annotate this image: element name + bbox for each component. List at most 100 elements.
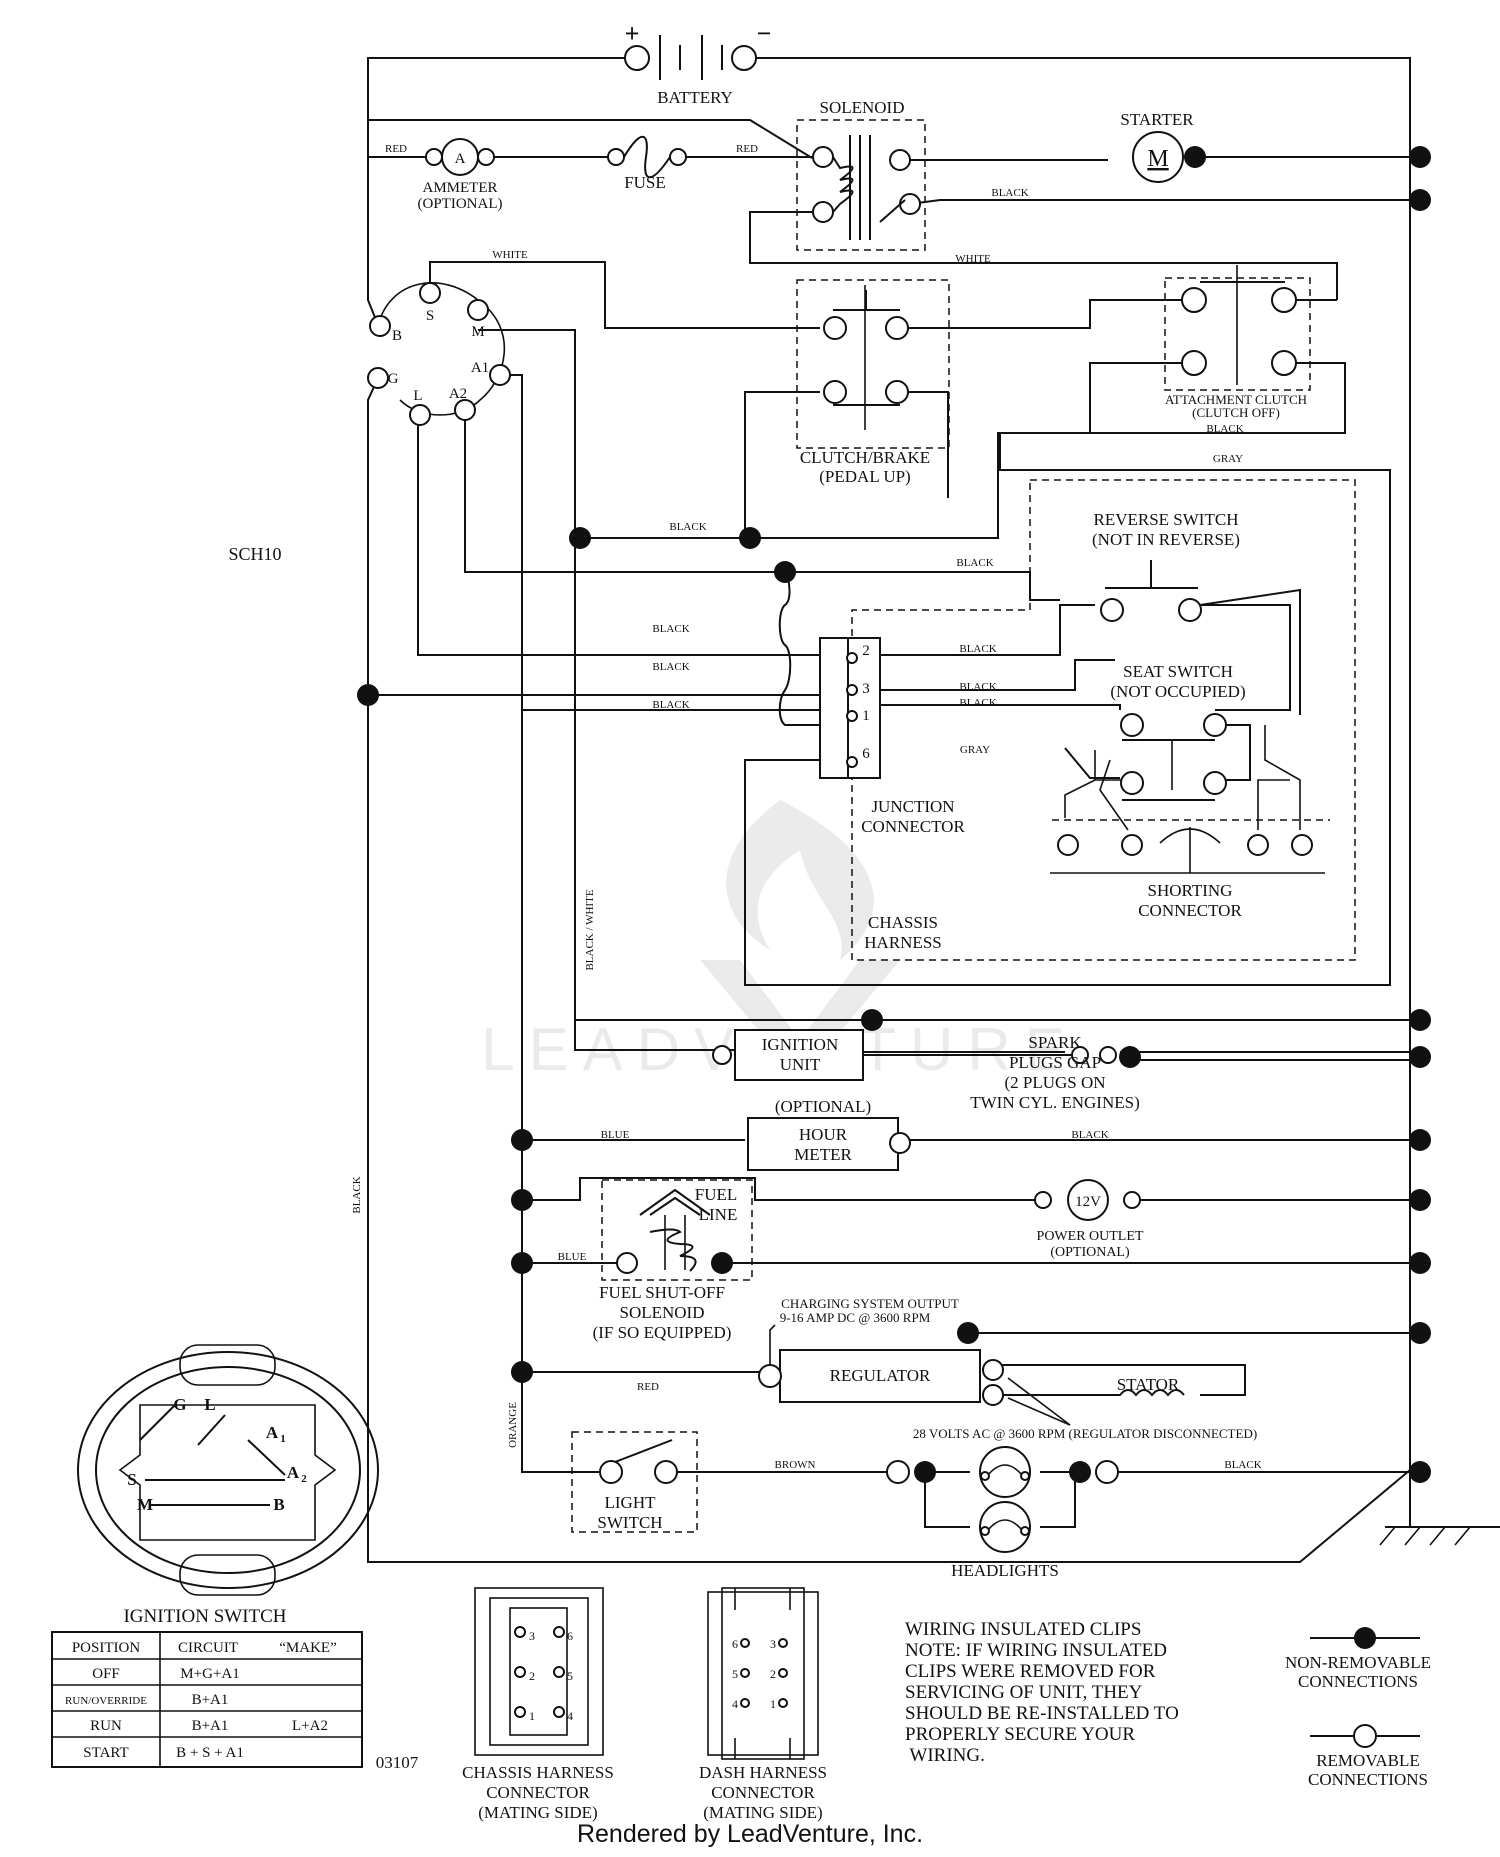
regulator: CHARGING SYSTEM OUTPUT 9-16 AMP DC @ 360… <box>758 1296 1257 1441</box>
note-line: WIRING. <box>905 1745 985 1766</box>
dash-pin: 3 <box>770 1637 776 1651</box>
chassis-harness-label: CHASSIS <box>868 913 938 932</box>
terminal-m: M <box>471 324 484 340</box>
wire-label-black-j1: BLACK <box>959 697 996 709</box>
wire-label-gray-top: GRAY <box>1213 453 1243 465</box>
reverse-switch: REVERSE SWITCH (NOT IN REVERSE) <box>1092 510 1301 715</box>
shorting-connector-sublabel: CONNECTOR <box>1138 901 1242 920</box>
wire-label-blue-1: BLUE <box>601 1129 630 1141</box>
wire-label-black-j2: BLACK <box>959 643 996 655</box>
note-line: NOTE: IF WIRING INSULATED <box>905 1640 1167 1661</box>
terminal-a1: A1 <box>471 360 489 376</box>
light-switch: LIGHT SWITCH <box>571 1431 698 1533</box>
table-row-circuit: B+A1 <box>192 1718 229 1734</box>
clutch-brake-label: CLUTCH/BRAKE <box>800 448 930 467</box>
battery-minus: − <box>757 19 772 48</box>
wire-label-black-reverse: BLACK <box>956 557 993 569</box>
chassis-connector-label-3: (MATING SIDE) <box>478 1803 597 1822</box>
chassis-pin: 5 <box>567 1669 573 1683</box>
note-line: SERVICING OF UNIT, THEY <box>905 1682 1143 1703</box>
table-header-make: “MAKE” <box>279 1640 336 1656</box>
dash-pin: 6 <box>732 1637 738 1651</box>
ignition-switch-face: G L A 1 A 2 S M B <box>77 1344 379 1596</box>
power-outlet: 12V POWER OUTLET (OPTIONAL) <box>1034 1179 1144 1260</box>
wire-label-black-main: BLACK <box>351 1176 363 1213</box>
spark-plugs-label-2: PLUGS GAP <box>1009 1053 1101 1072</box>
wire-label-white-top: WHITE <box>955 253 991 265</box>
ignition-switch-table: POSITION CIRCUIT “MAKE” OFF M+G+A1 RUN/O… <box>51 1631 363 1768</box>
regulator-label: REGULATOR <box>830 1366 931 1385</box>
wire-label-black-clutch: BLACK <box>669 521 706 533</box>
chassis-pin: 4 <box>567 1709 573 1723</box>
legend-removable: REMOVABLE <box>1316 1751 1420 1770</box>
fuse: FUSE <box>607 136 687 192</box>
solenoid-label: SOLENOID <box>820 98 905 117</box>
shorting-connector: SHORTING CONNECTOR <box>1052 819 1330 920</box>
seat-switch-sublabel: (NOT OCCUPIED) <box>1110 682 1245 701</box>
headlights-label: HEADLIGHTS <box>951 1561 1059 1580</box>
spark-plugs-label-1: SPARK <box>1028 1033 1082 1052</box>
note-line: SHOULD BE RE-INSTALLED TO <box>905 1703 1179 1724</box>
table-row-position: OFF <box>92 1666 120 1682</box>
reverse-switch-sublabel: (NOT IN REVERSE) <box>1092 530 1240 549</box>
face-label-g: G <box>173 1395 186 1414</box>
junction-connector-label: JUNCTION <box>871 797 954 816</box>
dash-pin: 2 <box>770 1667 776 1681</box>
wire-label-gray-j6: GRAY <box>960 744 990 756</box>
starter: STARTER M <box>1120 110 1206 183</box>
seat-switch-label: SEAT SWITCH <box>1123 662 1233 681</box>
chassis-pin: 6 <box>567 1629 573 1643</box>
dash-pin: 4 <box>732 1697 738 1711</box>
part-number: 03107 <box>376 1753 419 1772</box>
battery: + − BATTERY <box>624 19 772 107</box>
shorting-connector-label: SHORTING <box>1148 881 1233 900</box>
face-label-l: L <box>204 1395 215 1414</box>
wiring-note: WIRING INSULATED CLIPS NOTE: IF WIRING I… <box>905 1619 1179 1766</box>
fuse-label: FUSE <box>624 173 666 192</box>
ammeter: A AMMETER (OPTIONAL) <box>418 138 502 212</box>
power-outlet-symbol: 12V <box>1075 1194 1101 1210</box>
light-switch-label: LIGHT <box>605 1493 657 1512</box>
table-header-circuit: CIRCUIT <box>178 1640 238 1656</box>
chassis-harness-sublabel: HARNESS <box>864 933 941 952</box>
note-line: WIRING INSULATED CLIPS <box>905 1619 1141 1640</box>
clutch-brake: CLUTCH/BRAKE (PEDAL UP) <box>796 279 950 486</box>
non-removable-connections <box>357 146 1431 1483</box>
spark-plugs-label-4: TWIN CYL. ENGINES) <box>970 1093 1140 1112</box>
ammeter-label: AMMETER <box>423 180 498 196</box>
wire-label-red-1: RED <box>385 143 407 155</box>
chassis-pin: 2 <box>529 1669 535 1683</box>
wire-label-black-c: BLACK <box>652 699 689 711</box>
ground-symbol <box>1379 1526 1500 1546</box>
table-row-position: RUN <box>90 1718 122 1734</box>
wire-label-red-2: RED <box>736 143 758 155</box>
wire-label-black-a: BLACK <box>652 623 689 635</box>
fuel-solenoid-sublabel-2: (IF SO EQUIPPED) <box>593 1323 732 1342</box>
charging-output-sublabel: 9-16 AMP DC @ 3600 RPM <box>780 1310 931 1325</box>
ammeter-symbol: A <box>455 151 466 167</box>
hour-meter-sublabel: METER <box>794 1145 852 1164</box>
terminal-g: G <box>388 371 399 387</box>
stator-label: STATOR <box>1117 1375 1180 1394</box>
ignition-unit-sublabel: UNIT <box>780 1055 821 1074</box>
footer-credit: Rendered by LeadVenture, Inc. <box>576 1820 924 1848</box>
fuel-solenoid-sublabel-1: SOLENOID <box>620 1303 705 1322</box>
terminal-l: L <box>413 388 422 404</box>
chassis-pin: 3 <box>529 1629 535 1643</box>
face-label-a2: A <box>287 1463 300 1482</box>
hour-meter-label: HOUR <box>799 1125 848 1144</box>
terminal-a2: A2 <box>449 386 467 402</box>
chassis-harness-connector: 3 6 2 5 1 4 CHASSIS HARNESS CONNECTOR (M… <box>462 1587 614 1822</box>
table-row-position: RUN/OVERRIDE <box>65 1695 147 1707</box>
power-outlet-label: POWER OUTLET <box>1037 1229 1144 1244</box>
junction-pin-6: 6 <box>862 746 870 762</box>
table-row-circuit: B+A1 <box>192 1692 229 1708</box>
junction-pin-3: 3 <box>862 681 870 697</box>
dash-pin: 1 <box>770 1697 776 1711</box>
wire-label-black-b: BLACK <box>652 661 689 673</box>
ignition-switch-title: IGNITION SWITCH <box>123 1606 286 1627</box>
spark-plugs: SPARK PLUGS GAP (2 PLUGS ON TWIN CYL. EN… <box>970 1033 1140 1112</box>
table-row-circuit: B + S + A1 <box>176 1745 244 1761</box>
junction-connector-sublabel: CONNECTOR <box>861 817 965 836</box>
